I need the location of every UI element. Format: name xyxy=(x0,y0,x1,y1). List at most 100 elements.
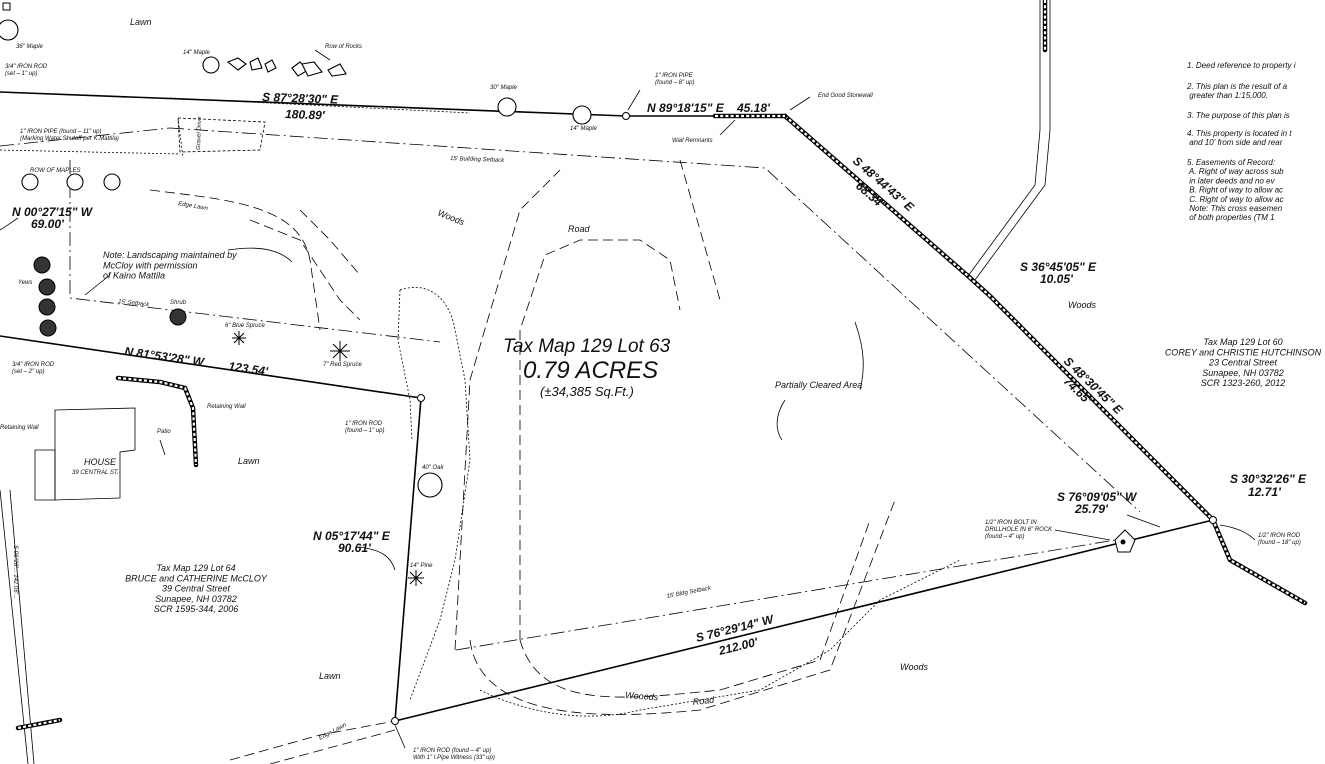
note-4: 4. This property is located in t and 10'… xyxy=(1187,129,1292,147)
text-line: COREY and CHRISTIE HUTCHINSON xyxy=(1165,347,1322,357)
south-boundary xyxy=(394,519,1214,722)
label-road-top: Road xyxy=(568,224,591,234)
text-line: With 1" I.Pipe Witness (33" up) xyxy=(413,755,495,761)
maple-row-1-icon xyxy=(21,173,39,191)
setback-lines xyxy=(0,127,1141,651)
maple-14-icon xyxy=(202,56,220,74)
label-row-of-maples: ROW OF MAPLES xyxy=(30,168,81,174)
label-iron-pipe: 1" IRON PIPE(found – 8" up) xyxy=(655,73,695,86)
bearing-west-upper: N 81°53'28" W xyxy=(124,344,207,369)
label-shrub: Shrub xyxy=(170,300,187,306)
bolt-icon xyxy=(1120,539,1126,545)
label-maple-30: 30" Maple xyxy=(490,85,517,91)
distance-se-corner: 12.71' xyxy=(1248,485,1282,499)
label-iron-rod-found18: 1/2" IRON ROD(found – 18" up) xyxy=(1258,533,1301,546)
label-house: HOUSE xyxy=(84,457,117,467)
label-oak-40: 40" Oak xyxy=(422,465,444,471)
maple-row-3-icon xyxy=(103,173,121,191)
text-line: C. Right of way to allow ac xyxy=(1187,195,1283,204)
text-line: BRUCE and CATHERINE McCLOY xyxy=(125,573,268,583)
lawn-edges xyxy=(149,189,396,764)
text-line: of both properties (TM 1 xyxy=(1187,213,1275,222)
iron-rod-icon xyxy=(391,717,399,725)
blue-spruce-icon xyxy=(232,331,246,345)
label-partially-cleared: Partially Cleared Area xyxy=(775,380,862,390)
spruce-icons xyxy=(232,331,424,586)
label-maple-14: 14" Maple xyxy=(183,50,210,56)
oak-40-icon xyxy=(417,472,443,498)
leaders xyxy=(0,49,1256,749)
building-setback-west xyxy=(69,160,441,343)
bearing-west: N 05°17'44" E xyxy=(313,529,391,543)
yew-icon xyxy=(38,278,56,296)
text-line: A. Right of way across sub xyxy=(1187,167,1284,176)
rock-icon xyxy=(327,63,347,77)
label-woods-top: Woods xyxy=(436,208,466,228)
bearing-east-tie: S 76°09'05" W xyxy=(1057,490,1138,504)
red-spruce-icon xyxy=(330,341,350,361)
house xyxy=(34,407,136,501)
label-lawn-top: Lawn xyxy=(130,17,152,27)
distance-west-upper: 123.54' xyxy=(228,359,270,379)
label-maple-14b: 14" Maple xyxy=(570,126,597,132)
label-yews: Yews xyxy=(18,280,32,286)
rock-icon xyxy=(249,57,263,71)
monuments xyxy=(2,2,1217,725)
note-3: 3. The purpose of this plan is xyxy=(1187,111,1290,120)
retaining-wall-patio xyxy=(115,375,199,468)
label-woods-right: Woods xyxy=(1068,300,1097,310)
label-setback-15: 15' Setback xyxy=(118,299,151,308)
text-line: Sunapee, NH 03782 xyxy=(1202,368,1284,378)
woods-road xyxy=(249,159,896,715)
label-maple-36: 36" Maple xyxy=(16,44,43,50)
label-edge-lawn: Edge Lawn xyxy=(178,201,209,212)
iron-rod-icon xyxy=(1209,516,1217,524)
lot-labels: Tax Map 129 Lot 63 0.79 ACRES (±34,385 S… xyxy=(503,336,671,399)
text-line: 23 Central Street xyxy=(1208,358,1278,368)
note-1: 1. Deed reference to property i xyxy=(1187,61,1296,70)
bearing-se-corner: S 30°32'26" E xyxy=(1230,472,1307,486)
label-road-bottom: Road xyxy=(692,695,715,707)
distance-far-west: 69.00' xyxy=(31,217,65,231)
label-patio: Patio xyxy=(157,429,171,435)
label-iron-rod-set: 3/4" IRON ROD(set – 1" up) xyxy=(5,64,48,77)
label-row-of-rocks: Row of Rocks xyxy=(325,44,362,50)
label-retaining-wall: Retaining Wall xyxy=(207,404,246,410)
trees xyxy=(0,19,592,586)
bearing-north-short: N 89°18'15" E xyxy=(647,101,725,115)
label-woods-road: Wooods xyxy=(625,690,659,702)
note-2: 2. This plan is the result of a greater … xyxy=(1186,82,1288,100)
text-line: (found – 18" up) xyxy=(1258,540,1301,546)
abutter-lines xyxy=(967,0,1051,281)
gravel-drive xyxy=(177,117,266,153)
text-line: (set – 2" up) xyxy=(12,369,44,375)
label-house-addr: 39 CENTRAL ST. xyxy=(72,470,119,476)
text-line: greater than 1:15,000. xyxy=(1187,91,1268,100)
legend-box-icon xyxy=(2,2,11,11)
label-iron-pipe-water: 1" IRON PIPE (found – 11" up)(Marking Wa… xyxy=(20,129,119,142)
north-boundary-main xyxy=(0,91,627,117)
pine-icon xyxy=(408,570,424,586)
maple-14b-icon xyxy=(572,105,592,125)
yew-icon xyxy=(33,256,51,274)
tree-lines xyxy=(0,97,961,717)
text-line: (set – 1" up) xyxy=(5,71,37,77)
iron-rod-icon xyxy=(417,394,425,402)
label-iron-rod-found1: 1" IRON ROD(found – 1" up) xyxy=(345,421,385,434)
bearing-far-west: N 00°27'15" W xyxy=(12,205,94,219)
text-line: Note: This cross easemen xyxy=(1187,204,1283,213)
text-line: (Marking Water Shutoff per K.Mattila) xyxy=(20,136,119,142)
text-line: (found – 1" up) xyxy=(345,428,385,434)
plan-notes: 1. Deed reference to property i 2. This … xyxy=(1186,61,1296,222)
bearing-ne-mid: S 36°45'05" E xyxy=(1020,260,1097,274)
yew-icon xyxy=(39,319,57,337)
west-upper-boundary xyxy=(0,335,422,399)
lot-title: Tax Map 129 Lot 63 xyxy=(503,336,671,357)
text-line: in later deeds and no ev xyxy=(1187,176,1276,185)
text-line: Sunapee, NH 03782 xyxy=(155,594,237,604)
label-woods-bottom: Woods xyxy=(900,662,929,672)
legend-box-text: □ xyxy=(3,6,7,12)
